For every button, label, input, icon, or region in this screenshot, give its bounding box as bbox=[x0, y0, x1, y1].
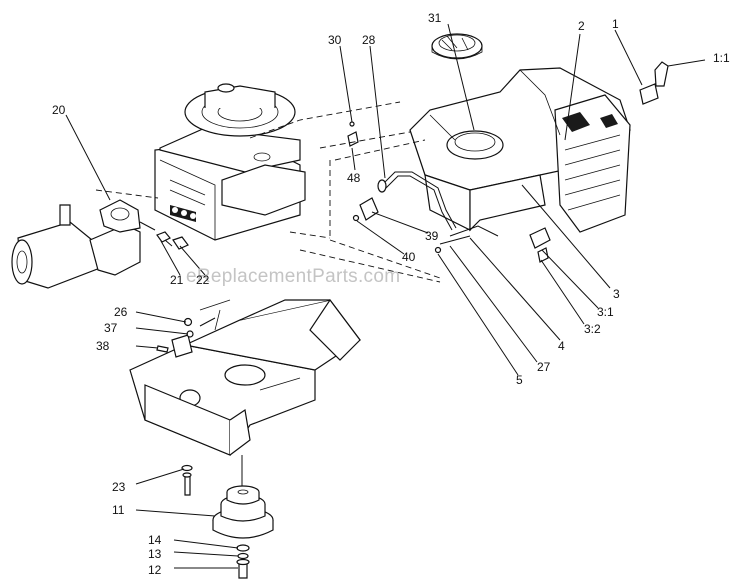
callout-38: 38 bbox=[96, 339, 110, 353]
muffler bbox=[11, 199, 156, 289]
callout-21: 21 bbox=[170, 273, 184, 287]
callout-22: 22 bbox=[196, 273, 210, 287]
bolt-23 bbox=[181, 464, 193, 496]
engine bbox=[154, 83, 306, 241]
callout-39: 39 bbox=[425, 229, 439, 243]
callout-37: 37 bbox=[104, 321, 118, 335]
leader-lines bbox=[65, 23, 706, 569]
callout-31: 31 bbox=[428, 11, 442, 25]
callout-28: 28 bbox=[362, 33, 376, 47]
callout-26: 26 bbox=[114, 305, 128, 319]
callout-4: 4 bbox=[558, 339, 565, 353]
frame bbox=[129, 298, 361, 456]
callout-5: 5 bbox=[516, 373, 523, 387]
callout-11: 11 bbox=[112, 503, 125, 517]
callout-2: 2 bbox=[578, 19, 585, 33]
callout-20: 20 bbox=[52, 103, 66, 117]
control-rods bbox=[434, 225, 551, 263]
pulley-hardware bbox=[236, 544, 250, 579]
callout-27: 27 bbox=[537, 360, 551, 374]
fuel-cap bbox=[431, 33, 483, 60]
callout-30: 30 bbox=[328, 33, 342, 47]
frame-hardware bbox=[156, 317, 216, 353]
ignition-switch bbox=[639, 61, 669, 105]
callout-3-1: 3:1 bbox=[597, 305, 614, 319]
callout-23: 23 bbox=[112, 480, 126, 494]
pulley bbox=[212, 455, 274, 539]
callout-3-2: 3:2 bbox=[584, 322, 601, 336]
exhaust-bolts bbox=[156, 231, 189, 250]
fuel-line bbox=[377, 171, 457, 231]
callout-labels: 1 1:1 2 31 30 28 20 48 39 40 21 22 3 3:1… bbox=[52, 11, 730, 577]
exhaust-connection-line bbox=[95, 189, 159, 199]
assembly-lines bbox=[249, 101, 441, 283]
callout-13: 13 bbox=[148, 547, 162, 561]
callout-1-1: 1:1 bbox=[713, 51, 730, 65]
watermark: eReplacementParts.com bbox=[186, 266, 400, 287]
callout-12: 12 bbox=[148, 563, 162, 577]
callout-14: 14 bbox=[148, 533, 162, 547]
callout-3: 3 bbox=[613, 287, 620, 301]
bracket bbox=[352, 197, 379, 222]
callout-1: 1 bbox=[612, 17, 619, 31]
callout-40: 40 bbox=[402, 250, 416, 264]
callout-48: 48 bbox=[347, 171, 361, 185]
fuel-tank bbox=[409, 67, 631, 233]
